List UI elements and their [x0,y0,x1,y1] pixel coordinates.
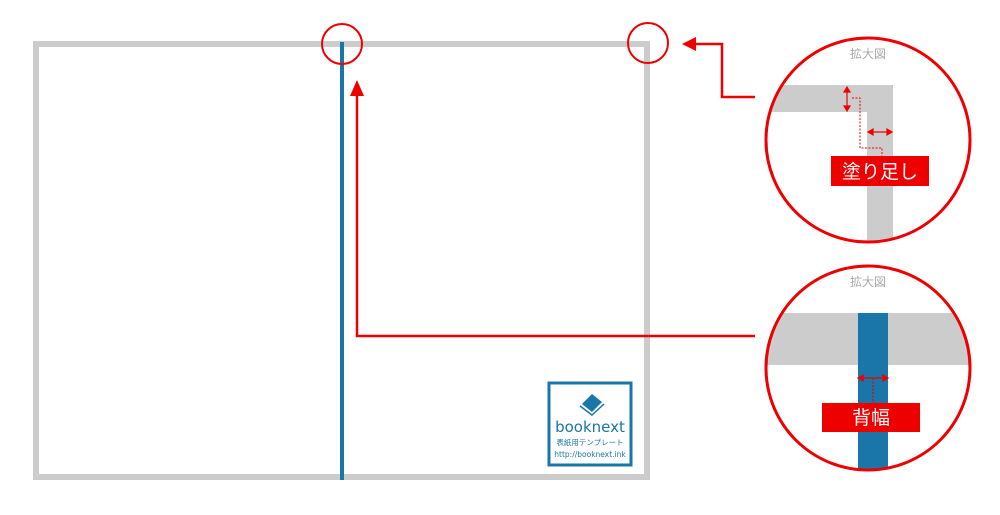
spine-label: 背幅 [852,407,890,429]
bleed-zoom-view: 拡大図 塗り足し [764,36,972,244]
book-icon [579,394,605,416]
logo-subtitle: 表紙用テンプレート [556,437,623,447]
corner-arrow [682,37,755,99]
spine-highlight-circle [321,23,363,65]
spine-width-arrow-icon [856,373,890,403]
logo-brand: booknext [555,418,625,436]
logo-box: booknext 表紙用テンプレート http://booknext.ink [547,381,633,467]
spine-zoom-view: 拡大図 背幅 [764,264,972,472]
bleed-label: 塗り足し [842,160,918,183]
corner-highlight-circle [627,22,669,64]
logo-url: http://booknext.ink [554,450,626,459]
zoom-label: 拡大図 [850,275,886,289]
bleed-horizontal-arrow-icon [866,127,894,137]
spine-arrow [350,80,755,338]
spine-line [340,42,344,480]
zoom-label: 拡大図 [850,47,886,61]
bleed-vertical-arrow-icon [842,85,852,113]
